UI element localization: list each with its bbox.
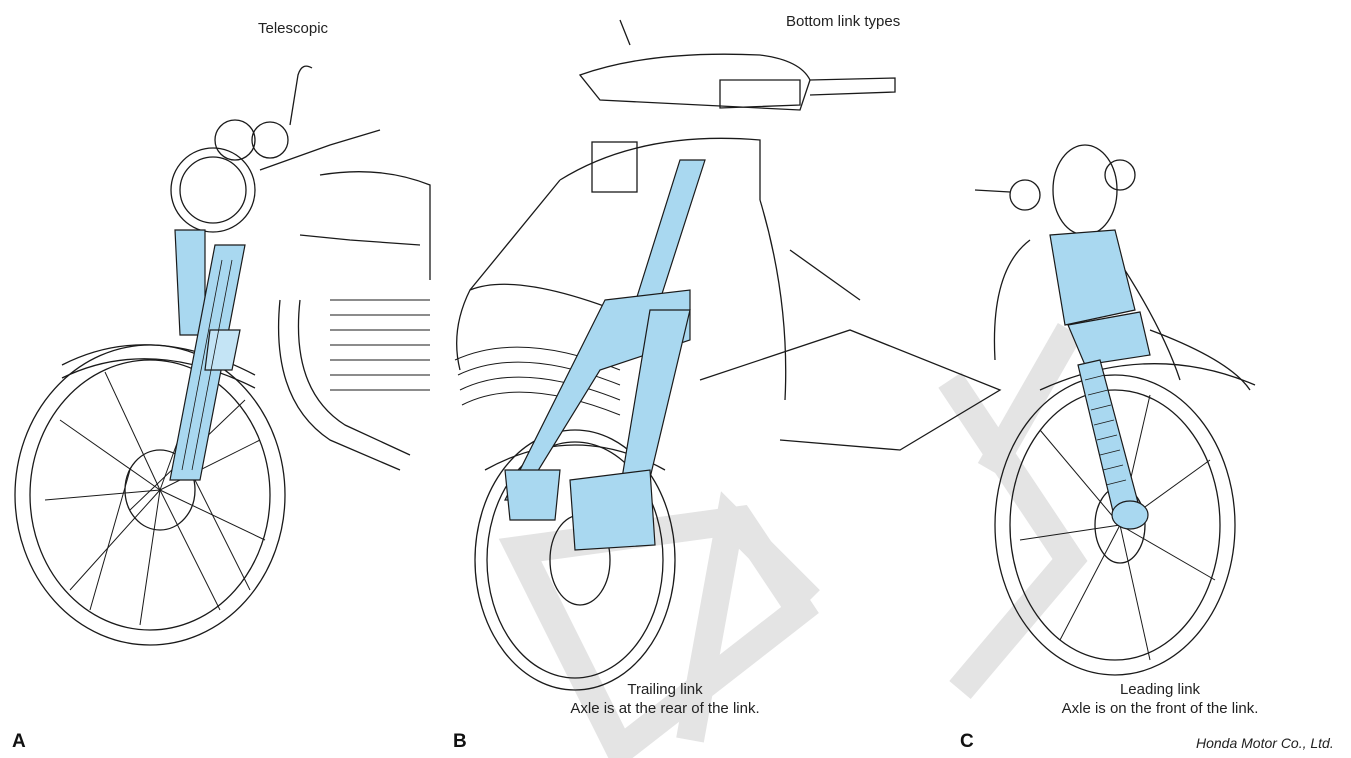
panel-label-c: C <box>960 731 974 753</box>
panel-label-a: A <box>12 731 26 753</box>
leading-link-caption: Leading link Axle is on the front of the… <box>1010 680 1310 718</box>
trailing-link-description: Axle is at the rear of the link. <box>520 699 810 718</box>
telescopic-title: Telescopic <box>258 19 328 38</box>
leading-link-title: Leading link <box>1010 680 1310 699</box>
leading-link-description: Axle is on the front of the link. <box>1010 699 1310 718</box>
telescopic-fork-highlight <box>170 230 245 480</box>
bottom-link-title: Bottom link types <box>786 12 900 31</box>
panel-label-b: B <box>453 731 467 753</box>
trailing-link-title: Trailing link <box>520 680 810 699</box>
trailing-link-caption: Trailing link Axle is at the rear of the… <box>520 680 810 718</box>
trailing-link-fork-highlight <box>505 160 705 550</box>
image-credit: Honda Motor Co., Ltd. <box>1196 735 1334 751</box>
